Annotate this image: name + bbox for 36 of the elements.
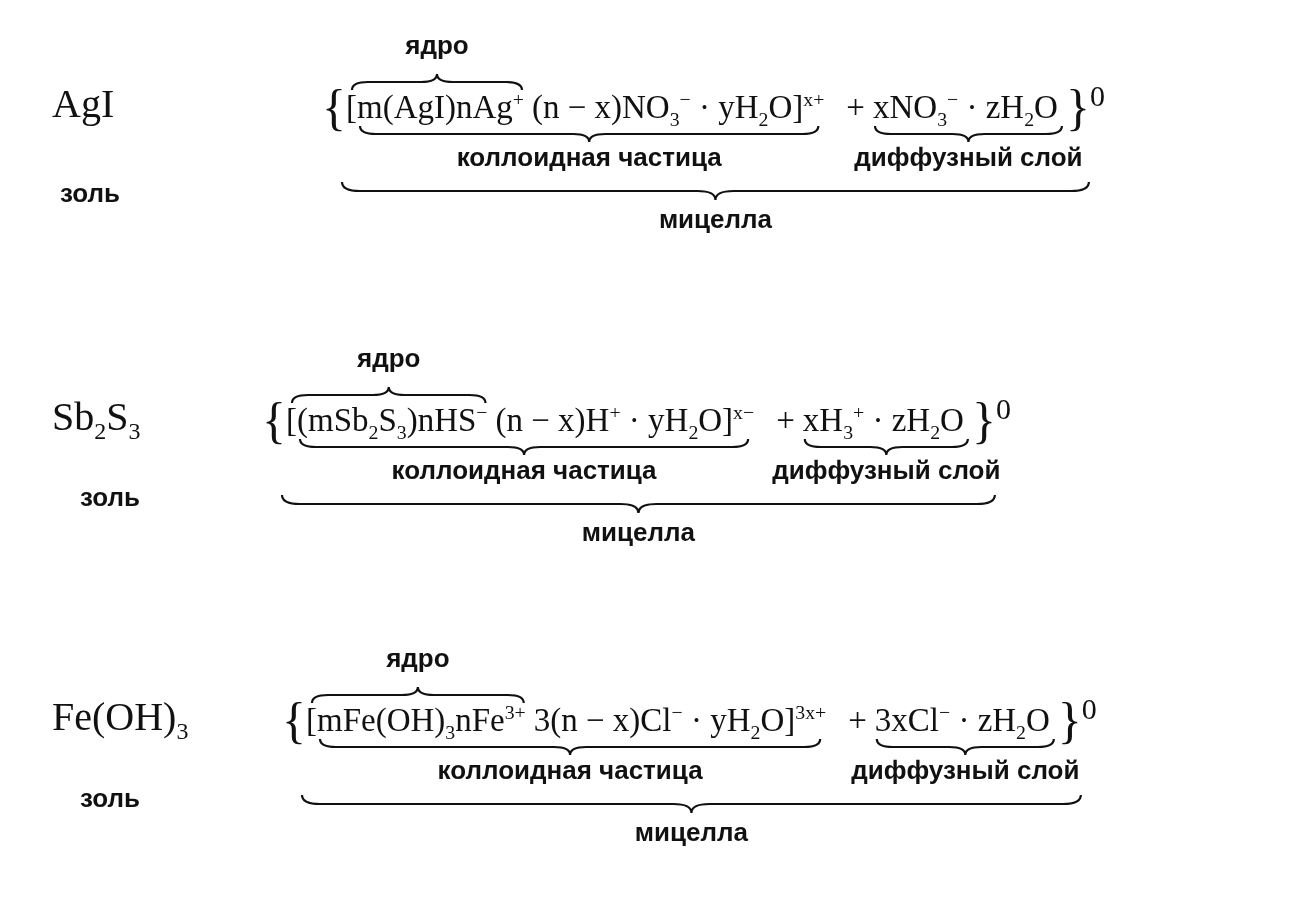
formula-text: }$^{0}$ bbox=[1057, 695, 1097, 745]
formula-text: (n − x)NO$_{3}$$^{−}$ · yH$_{2}$O]$^{x+}$ bbox=[531, 88, 825, 126]
particle-label: коллоидная частица bbox=[456, 142, 722, 173]
formula-text: 3(n − x)Cl$^{−}$ · yH$_{2}$O]$^{3x+}$ bbox=[533, 701, 827, 739]
formula-text: + bbox=[776, 401, 795, 439]
formula-text: [(mSb$_{2}$S$_{3}$)nHS$^{−}$ bbox=[286, 401, 488, 439]
formula-text: { bbox=[262, 395, 286, 445]
micelle-label: мицелла bbox=[658, 204, 773, 235]
formula-text: + bbox=[846, 88, 865, 126]
substance-formula: Fe(OH)$_{3}$ bbox=[52, 693, 189, 740]
formula-text: 3xCl$^{−}$ · zH$_{2}$O bbox=[874, 701, 1050, 739]
core-label: ядро bbox=[405, 30, 469, 61]
diffuse-layer-label: диффузный слой bbox=[851, 755, 1080, 786]
formula-text: (n − x)H$^{+}$ · yH$_{2}$O]$^{x−}$ bbox=[495, 401, 755, 439]
formula-text: [m(AgI)nAg$^{+}$ bbox=[346, 88, 524, 126]
core-label: ядро bbox=[386, 643, 450, 674]
micelle-label: мицелла bbox=[634, 817, 748, 848]
particle-label: коллоидная частица bbox=[391, 455, 657, 486]
micelle-label: мицелла bbox=[581, 517, 695, 548]
substance-formula: Sb$_{2}$S$_{3}$ bbox=[52, 393, 141, 440]
diffuse-layer-label: диффузный слой bbox=[854, 142, 1083, 173]
formula-text: { bbox=[282, 695, 306, 745]
particle-label: коллоидная частица bbox=[437, 755, 703, 786]
formula-text: [mFe(OH)$_{3}$nFe$^{3+}$ bbox=[306, 701, 526, 739]
sol-label: золь bbox=[80, 783, 140, 814]
substance-formula: AgI bbox=[52, 80, 115, 127]
core-label: ядро bbox=[357, 343, 421, 374]
sol-label: золь bbox=[60, 178, 120, 209]
formula-text: xH$_{3}$$^{+}$ · zH$_{2}$O bbox=[802, 401, 964, 439]
diffuse-layer-label: диффузный слой bbox=[772, 455, 1001, 486]
formula-text: { bbox=[322, 82, 346, 132]
formula-text: }$^{0}$ bbox=[1065, 82, 1105, 132]
formula-text: xNO$_{3}$$^{−}$ · zH$_{2}$O bbox=[873, 88, 1058, 126]
formula-text: }$^{0}$ bbox=[971, 395, 1011, 445]
formula-text: + bbox=[848, 701, 867, 739]
sol-label: золь bbox=[80, 482, 140, 513]
